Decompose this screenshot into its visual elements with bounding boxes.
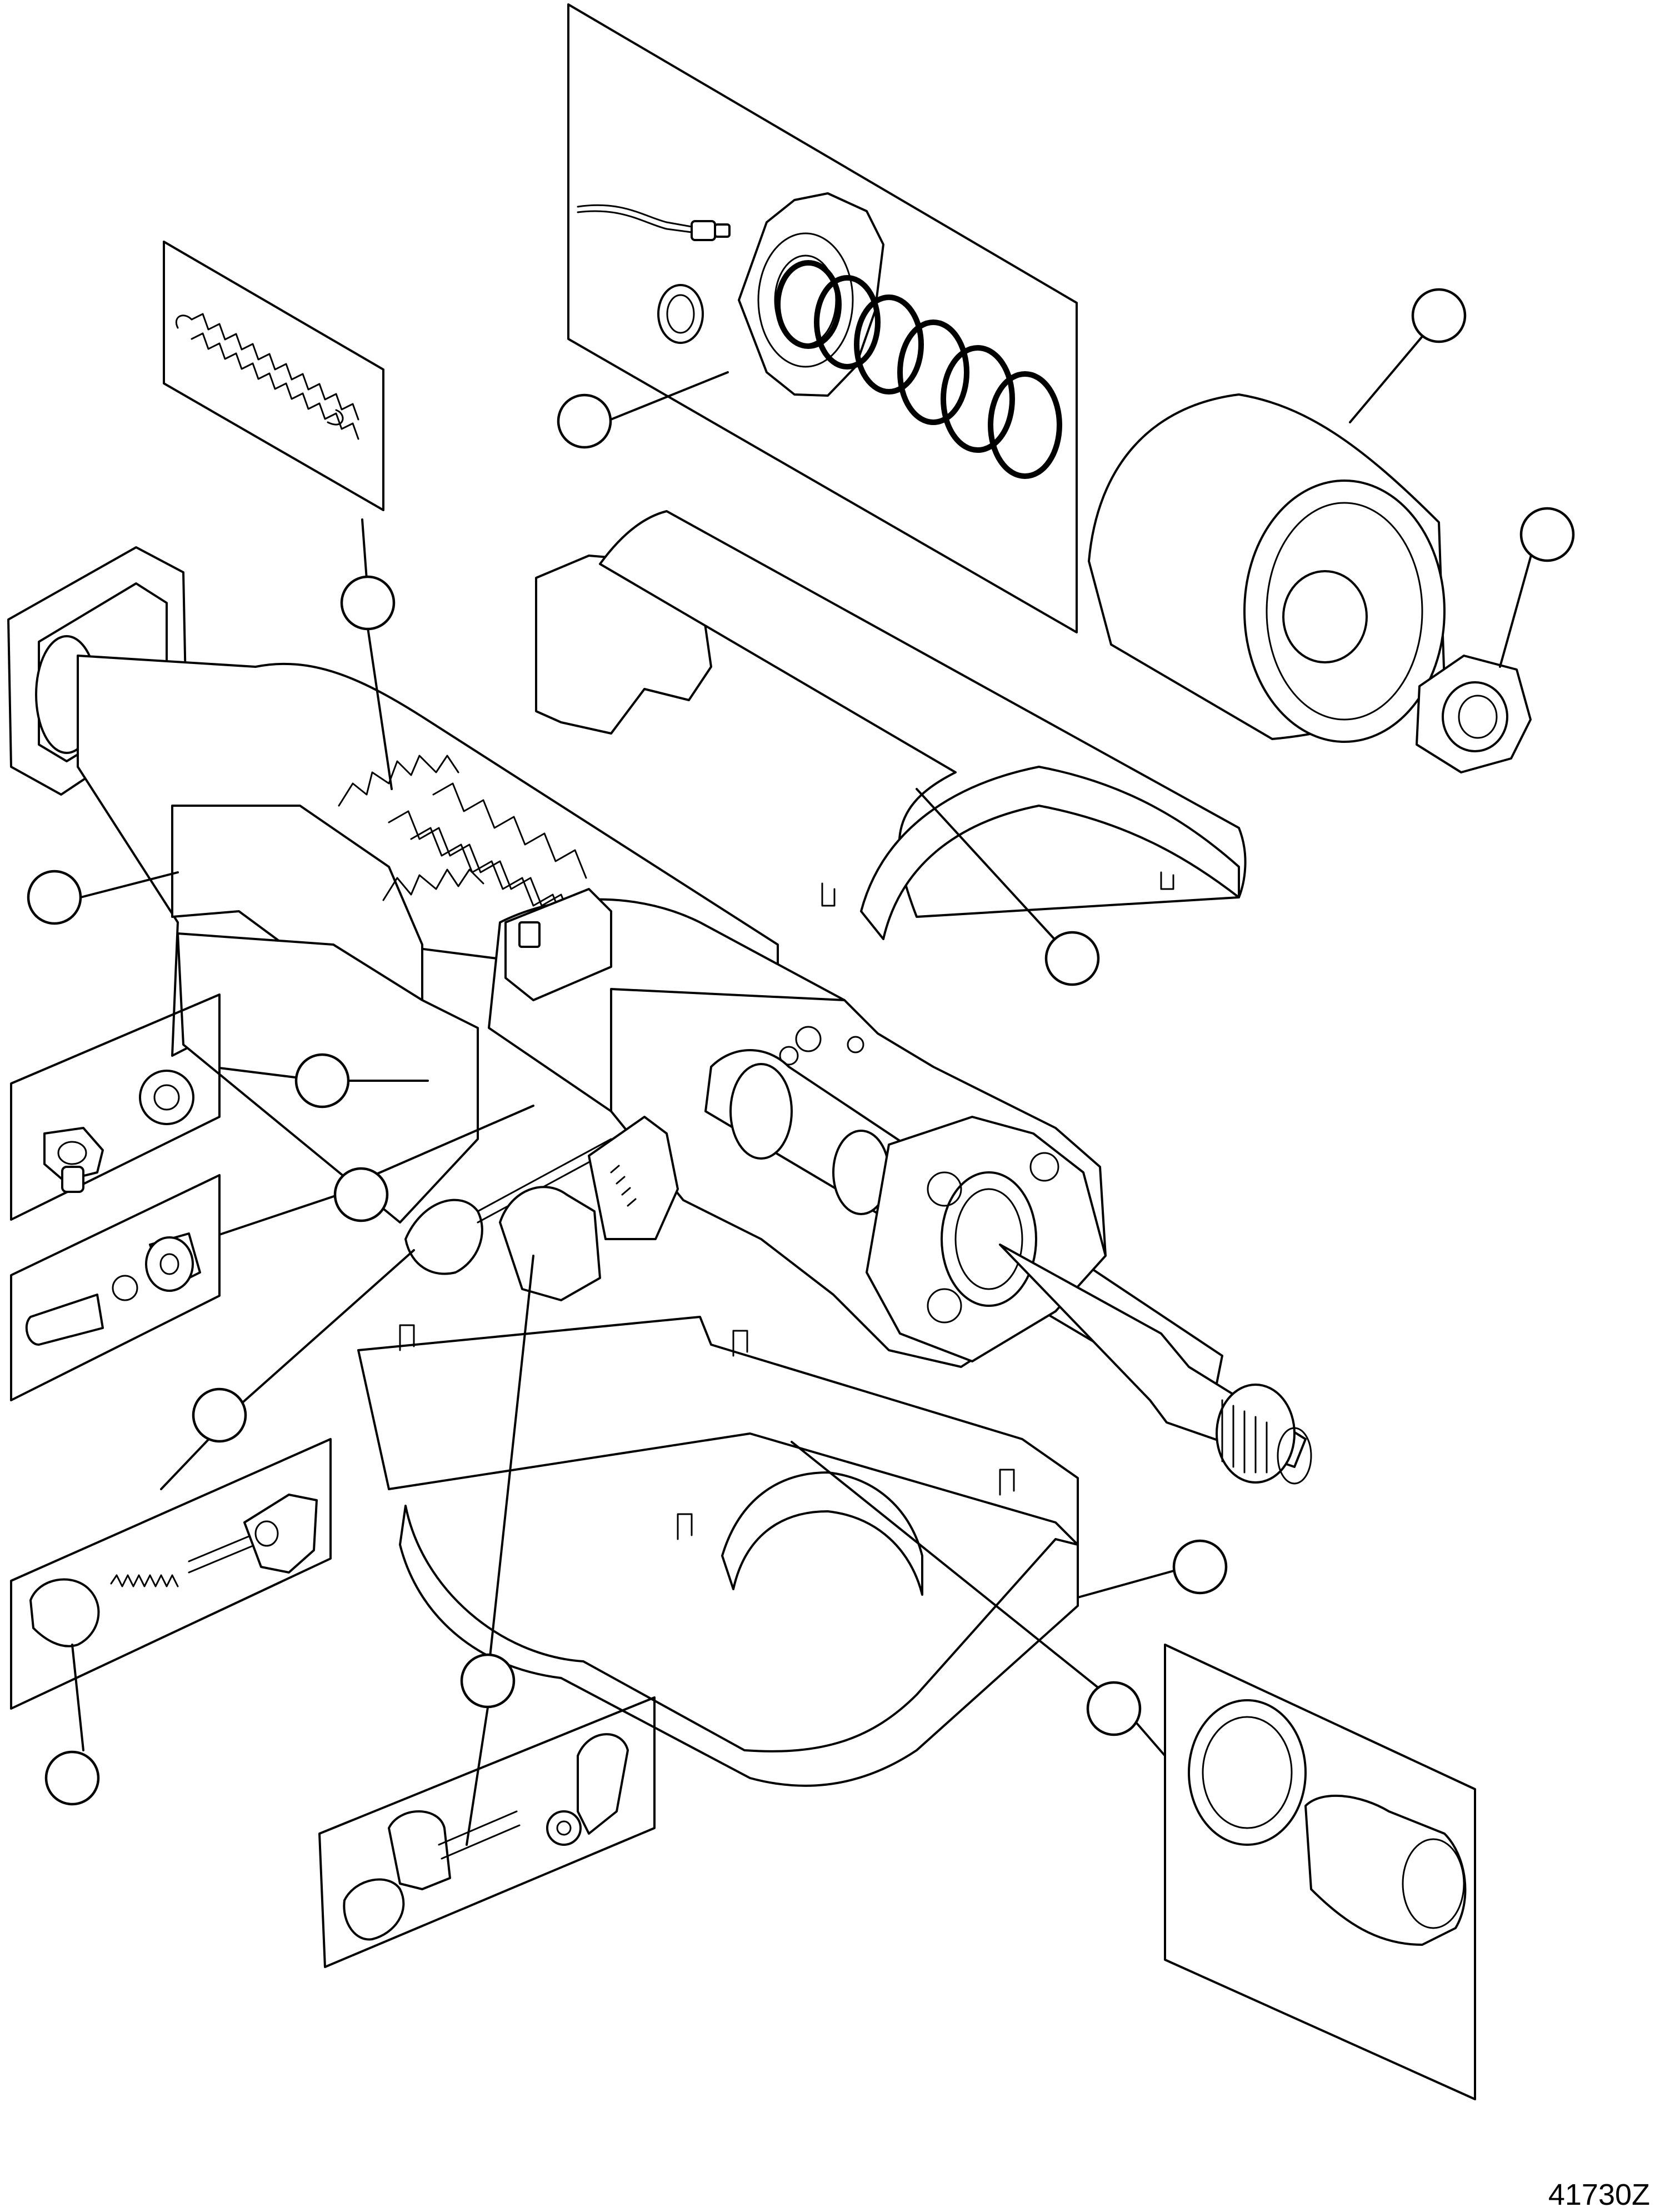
- tilt-mechanism: [338, 755, 612, 1001]
- detail-panel-clockspring: [567, 3, 1078, 633]
- leader-lines: [71, 316, 1534, 1846]
- callout-9: [192, 1387, 247, 1443]
- detail-panel-spring: [163, 241, 384, 511]
- lower-shroud: [357, 1316, 1079, 1787]
- callout-2: [340, 575, 396, 631]
- callout-10: [44, 1750, 100, 1806]
- callouts: [27, 288, 1575, 1806]
- detail-panel-pin-bushing: [10, 1174, 221, 1401]
- callout-13: [1086, 1681, 1142, 1736]
- steering-shaft: [704, 1049, 1312, 1485]
- upper-shroud: [535, 510, 1247, 940]
- detail-panel-pawls: [318, 1696, 656, 1968]
- detail-panel-nut-washer: [10, 993, 221, 1221]
- tilt-lever-assembly: [404, 1116, 679, 1301]
- callout-1: [557, 393, 612, 449]
- callout-6: [1044, 931, 1100, 986]
- detail-panel-lever-rod: [10, 1438, 332, 1710]
- figure-number: 41730Z: [1548, 2178, 1650, 2211]
- detail-panel-bearing-sleeve: [1164, 1644, 1476, 2100]
- callout-4: [1519, 507, 1575, 562]
- callout-12: [1172, 1539, 1228, 1595]
- callout-11: [460, 1653, 516, 1709]
- callout-8: [333, 1167, 389, 1222]
- callout-3: [1411, 288, 1467, 343]
- callout-7: [294, 1053, 350, 1109]
- callout-5: [27, 870, 82, 925]
- horn-pad-cylinder: [1088, 393, 1532, 773]
